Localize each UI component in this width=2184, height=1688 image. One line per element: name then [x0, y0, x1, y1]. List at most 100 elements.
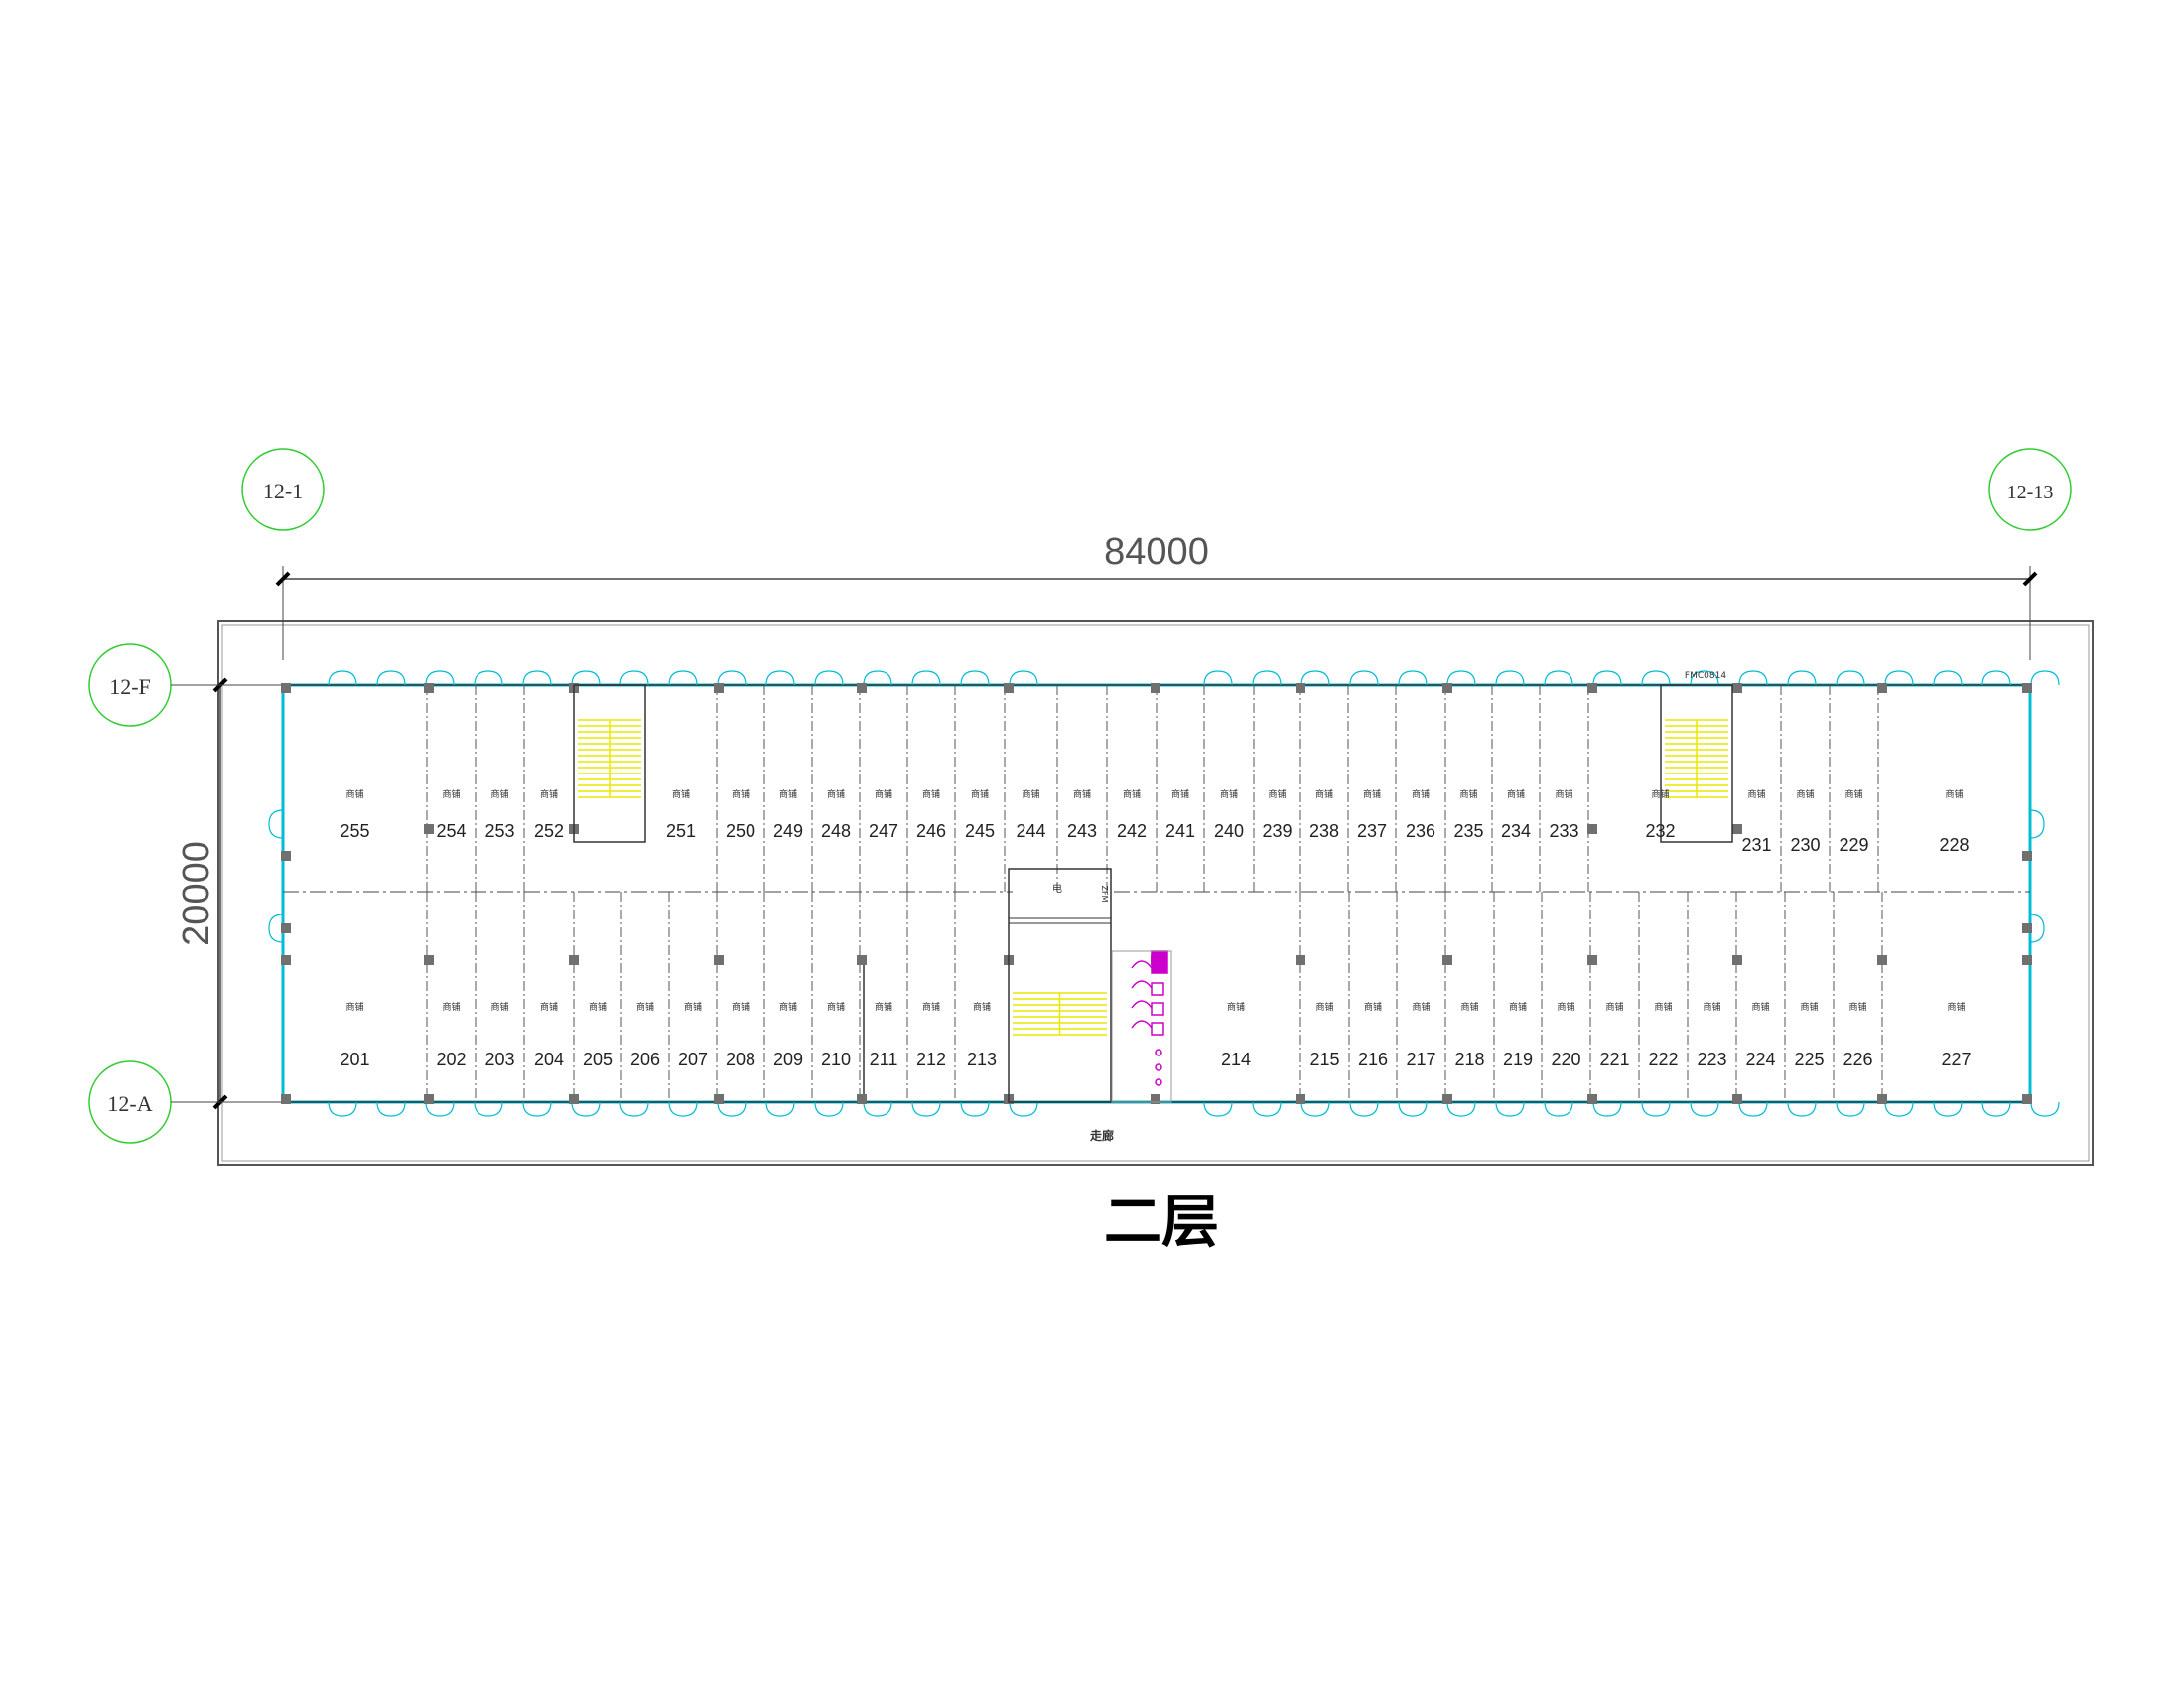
door-swing [328, 670, 357, 686]
room-type-label: 商铺 [1315, 788, 1333, 800]
room-type-label: 商铺 [779, 1001, 797, 1013]
column [281, 1094, 291, 1104]
room-number: 214 [1221, 1050, 1251, 1069]
door-swing [1981, 1101, 2011, 1117]
door-swing [1836, 670, 1865, 686]
door-swing [619, 1101, 649, 1117]
room-number: 225 [1794, 1050, 1824, 1069]
room-type-label: 商铺 [922, 1001, 940, 1013]
room-number: 203 [484, 1050, 514, 1069]
door-swing [765, 1101, 795, 1117]
door-swing [1690, 1101, 1719, 1117]
door-swing [1398, 670, 1428, 686]
room-number: 206 [630, 1050, 660, 1069]
room-number: 234 [1501, 821, 1531, 841]
door-swing [1641, 670, 1671, 686]
room-type-label: 商铺 [1557, 1001, 1574, 1013]
room-type-label: 商铺 [490, 788, 508, 800]
door-swing [1787, 670, 1817, 686]
door-swing [1009, 670, 1038, 686]
door-swing [1690, 670, 1719, 686]
room-number: 230 [1790, 835, 1820, 855]
room-type-label: 商铺 [1315, 1001, 1333, 1013]
door-swing [814, 670, 844, 686]
column [1442, 1094, 1452, 1104]
column [857, 1094, 867, 1104]
room-type-label: 商铺 [1363, 788, 1381, 800]
room-type-label: 商铺 [672, 788, 690, 800]
room-type-label: 商铺 [1703, 1001, 1720, 1013]
room-number: 236 [1406, 821, 1435, 841]
room-type-label: 商铺 [1364, 1001, 1382, 1013]
svg-text:12-F: 12-F [109, 674, 151, 699]
room-type-label: 商铺 [1844, 788, 1862, 800]
door-swing [668, 1101, 698, 1117]
door-swing [1544, 670, 1573, 686]
room-type-label: 商铺 [1747, 788, 1765, 800]
door-swing [474, 1101, 503, 1117]
door-swing [1738, 670, 1768, 686]
room-type-label: 商铺 [1073, 788, 1091, 800]
door-swing [911, 1101, 941, 1117]
column [1877, 955, 1887, 965]
door-swing [1884, 670, 1914, 686]
column [2022, 683, 2032, 693]
column [1732, 955, 1742, 965]
door-swings [268, 670, 2060, 1117]
column [1877, 683, 1887, 693]
room-number: 239 [1262, 821, 1292, 841]
vertical-door-tag: ZFM [1100, 886, 1109, 903]
room-type-label: 商铺 [1227, 1001, 1245, 1013]
room-number: 220 [1551, 1050, 1580, 1069]
room-type-label: 商铺 [1800, 1001, 1818, 1013]
column [1877, 1094, 1887, 1104]
column [1732, 683, 1742, 693]
room-number: 242 [1117, 821, 1147, 841]
door-swing [1009, 1101, 1038, 1117]
door-swing [1738, 1101, 1768, 1117]
column [424, 683, 434, 693]
dim-tick-left [275, 571, 291, 587]
room-number: 209 [773, 1050, 803, 1069]
room-type-label: 商铺 [1947, 1001, 1965, 1013]
shop-partitions [426, 685, 1883, 1102]
door-swing [1981, 670, 2011, 686]
room-number: 232 [1645, 821, 1675, 841]
room-type-label: 商铺 [1507, 788, 1525, 800]
grid-axis-12-F: 12-F [88, 643, 283, 727]
room-type-label: 商铺 [589, 1001, 607, 1013]
door-swing [2030, 1101, 2060, 1117]
door-swing [1592, 670, 1622, 686]
door-swing [1592, 1101, 1622, 1117]
column [281, 683, 291, 693]
column [1442, 683, 1452, 693]
room-type-label: 商铺 [345, 1001, 363, 1013]
room-type-label: 商铺 [732, 788, 750, 800]
room-number: 252 [534, 821, 564, 841]
room-number: 221 [1599, 1050, 1629, 1069]
room-number: 233 [1549, 821, 1578, 841]
room-type-label: 商铺 [1848, 1001, 1866, 1013]
